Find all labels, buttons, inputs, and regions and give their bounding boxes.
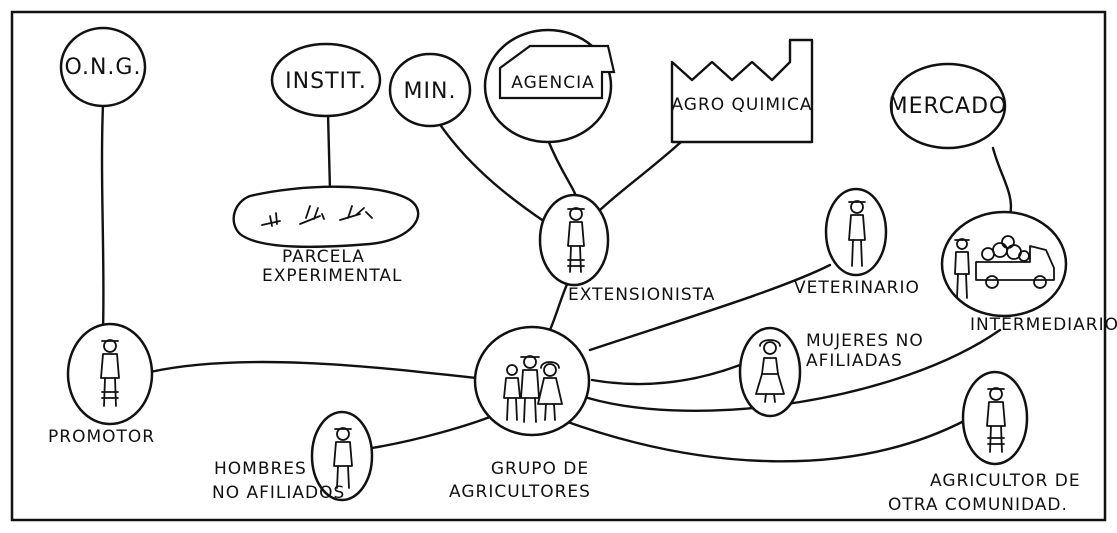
line-hombres-grupo xyxy=(370,413,497,450)
line-grupo-mujeres xyxy=(590,363,742,386)
extensionista-circle xyxy=(538,193,610,287)
line-ong-promotor xyxy=(100,102,105,332)
parcela-node: PARCELA EXPERIMENTAL xyxy=(232,185,420,286)
veterinario-circle xyxy=(824,187,888,277)
hombres-label-2: NO AFILIADOS xyxy=(212,483,345,503)
line-instit-parcela xyxy=(326,112,332,192)
mujeres-node: MUJERES NO AFILIADAS xyxy=(738,326,924,418)
mercado-label: MERCADO xyxy=(889,94,1008,119)
line-promotor-grupo xyxy=(148,360,479,380)
veterinario-node: VETERINARIO xyxy=(794,187,920,298)
line-agroquimica-extensionista xyxy=(596,140,683,214)
min-circle xyxy=(388,52,472,128)
agroquimica-node: AGRO QUIMICA xyxy=(670,38,814,144)
promotor-circle xyxy=(66,322,154,426)
grupo-label-1: GRUPO DE xyxy=(491,459,589,479)
min-node: MIN. xyxy=(388,52,472,128)
veterinario-label: VETERINARIO xyxy=(794,278,920,298)
line-min-extensionista xyxy=(435,118,547,224)
mercado-circle xyxy=(889,62,1007,150)
agricultor-circle xyxy=(961,370,1029,466)
grupo-label-2: AGRICULTORES xyxy=(449,482,591,502)
intermediario-circle xyxy=(940,210,1068,318)
instit-label: INSTIT. xyxy=(285,69,367,94)
line-grupo-intermediario xyxy=(586,328,1002,412)
agroquimica-label: AGRO QUIMICA xyxy=(671,95,812,115)
instit-node: INSTIT. xyxy=(270,42,382,118)
person-icon xyxy=(333,427,353,489)
agricultor-node: AGRICULTOR DE OTRA COMUNIDAD. xyxy=(888,370,1081,515)
intermediario-label: INTERMEDIARIO xyxy=(970,315,1117,335)
line-extensionista-grupo xyxy=(547,280,570,334)
diagram-frame xyxy=(10,10,1107,522)
person-icon xyxy=(567,207,585,273)
person-icon xyxy=(100,339,120,407)
ong-node: O.N.G. xyxy=(59,26,147,108)
ong-label: O.N.G. xyxy=(65,55,142,80)
promotor-label: PROMOTOR xyxy=(48,427,155,447)
grupo-circle xyxy=(473,325,591,437)
promotor-node: PROMOTOR xyxy=(48,322,155,447)
mujeres-label-1: MUJERES NO xyxy=(806,331,924,351)
woman-icon xyxy=(755,339,785,403)
parcela-label-1: PARCELA xyxy=(282,247,365,267)
intermediario-node: INTERMEDIARIO xyxy=(940,210,1117,335)
agencia-building-icon xyxy=(498,44,616,100)
grupo-node: GRUPO DE AGRICULTORES xyxy=(449,325,591,502)
mercado-node: MERCADO xyxy=(889,62,1008,150)
mujeres-label-2: AFILIADAS xyxy=(806,351,903,371)
hombres-node: HOMBRES NO AFILIADOS xyxy=(212,410,374,503)
agricultor-label-1: AGRICULTOR DE xyxy=(930,471,1081,491)
hombres-label-1: HOMBRES xyxy=(214,459,307,479)
group-icon xyxy=(503,355,563,423)
extensionista-label: EXTENSIONISTA xyxy=(568,285,715,305)
agricultor-label-2: OTRA COMUNIDAD. xyxy=(888,495,1068,515)
line-agencia-extensionista xyxy=(546,138,578,198)
truck-icon xyxy=(975,235,1055,289)
person-icon xyxy=(848,200,866,267)
plants-icon xyxy=(261,205,373,227)
parcela-outline xyxy=(232,185,420,249)
parcela-label-2: EXPERIMENTAL xyxy=(262,266,403,286)
line-mercado-intermediario xyxy=(991,146,1013,217)
ong-circle xyxy=(59,26,147,108)
factory-icon xyxy=(670,38,814,144)
extensionista-node: EXTENSIONISTA xyxy=(538,193,715,305)
line-grupo-agricultor xyxy=(560,418,968,463)
mujeres-circle xyxy=(738,326,802,418)
person-icon xyxy=(986,387,1006,453)
connection-lines xyxy=(100,102,1013,463)
line-grupo-veterinario xyxy=(588,263,832,352)
hombres-circle xyxy=(310,410,374,502)
agencia-label: AGENCIA xyxy=(511,73,594,93)
instit-circle xyxy=(270,42,382,118)
min-label: MIN. xyxy=(404,79,457,104)
person-icon xyxy=(954,238,970,299)
agencia-node: AGENCIA xyxy=(483,28,616,144)
